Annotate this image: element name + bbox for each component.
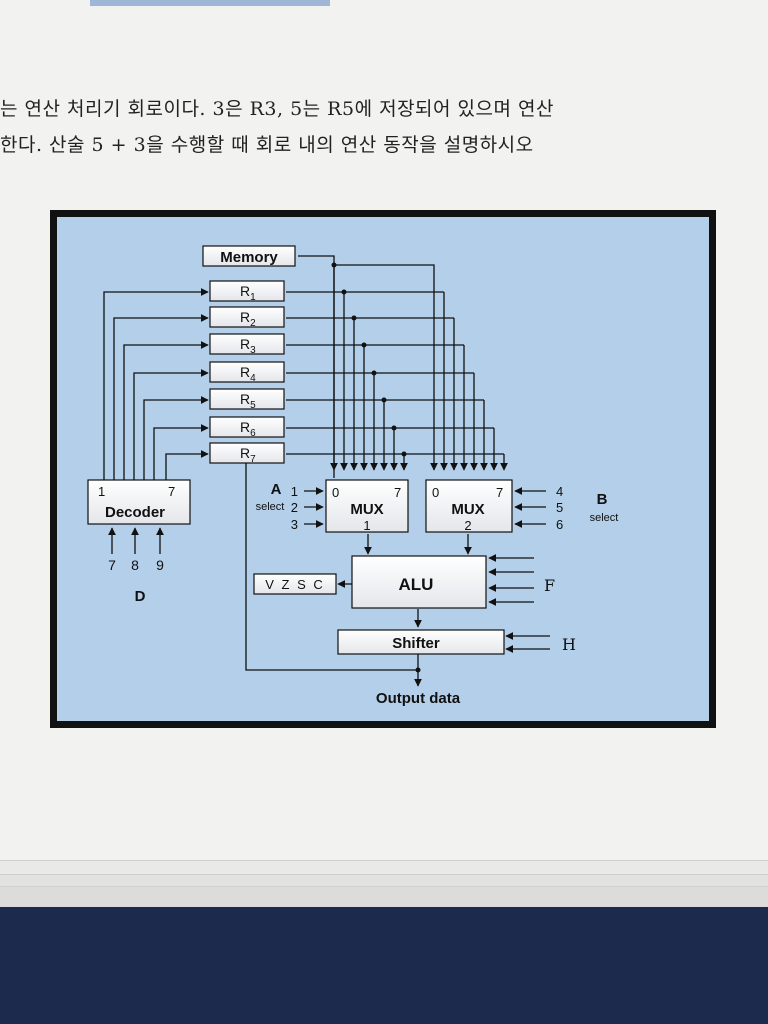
paper-stack-edge-2 [0,874,768,887]
svg-text:4: 4 [556,484,563,499]
page-sheet: 는 연산 처리기 회로이다. 3은 R3, 5는 R5에 저장되어 있으며 연산… [0,0,768,860]
processor-circuit-diagram: Memory R1 R2 R3 R4 R5 R6 R7 1 7 Decode [50,210,716,728]
svg-text:1: 1 [291,484,298,499]
svg-text:R4: R4 [240,364,256,384]
svg-text:5: 5 [556,500,563,515]
mux-1-label: MUX [350,501,383,518]
svg-text:R6: R6 [240,419,256,439]
question-line-1: 는 연산 처리기 회로이다. 3은 R3, 5는 R5에 저장되어 있으며 연산 [0,98,555,120]
alu-label: ALU [399,575,434,594]
alu-block: ALU F [351,555,555,609]
decoder-right-index: 7 [168,484,175,499]
a-select-group: A select 1 2 3 [256,481,298,532]
shifter-block: Shifter H [337,629,576,655]
output-data-label: Output data [376,690,461,707]
register-file: R1 R2 R3 R4 R5 R6 R7 [209,280,285,465]
svg-text:R5: R5 [240,391,256,411]
svg-text:R1: R1 [240,283,256,303]
shifter-label: Shifter [392,635,440,652]
function-select-label: F [544,576,555,595]
svg-text:7: 7 [496,485,503,500]
b-select-letter: B [597,491,608,508]
register-r3: R3 [209,333,285,356]
shift-select-label: H [562,635,576,654]
status-flags-block: V Z S C [253,573,337,595]
register-r5: R5 [209,388,285,411]
decoder-label: Decoder [105,504,165,521]
mux-1-number: 1 [363,518,370,533]
decoder-left-index: 1 [98,484,105,499]
bus-wires [103,255,550,687]
memory-block: Memory [202,245,296,267]
mux-1-block: 0 7 MUX 1 [325,479,409,533]
decoder-block: 1 7 Decoder 7 8 9 D [87,479,191,605]
register-r2: R2 [209,306,285,329]
status-flags-label: V Z S C [265,577,325,592]
question-line-2: 한다. 산술 5 + 3을 수행할 때 회로 내의 연산 동작을 설명하시오 [0,134,534,156]
decoder-group-label: D [135,588,146,605]
register-r6: R6 [209,416,285,439]
decoder-input-7: 7 [108,557,116,573]
svg-text:6: 6 [556,517,563,532]
b-select-word: select [590,512,619,524]
svg-text:0: 0 [332,485,339,500]
a-select-letter: A [271,481,282,498]
register-r4: R4 [209,361,285,384]
register-r1: R1 [209,280,285,303]
svg-text:7: 7 [394,485,401,500]
memory-label: Memory [220,249,278,266]
junction-dots [331,262,421,673]
svg-text:R7: R7 [240,445,256,465]
paper-stack-edge-1 [0,860,768,875]
register-r7: R7 [209,442,285,465]
svg-text:R2: R2 [240,309,256,329]
paper-stack-edge-3 [0,886,768,907]
decoder-input-8: 8 [131,557,139,573]
svg-text:3: 3 [291,517,298,532]
mux-2-block: 0 7 MUX 2 [425,479,513,533]
svg-text:R3: R3 [240,336,256,356]
page-top-band [90,0,330,6]
b-select-group: 4 5 6 B select [556,484,618,532]
mux-2-number: 2 [464,518,471,533]
a-select-word: select [256,501,285,513]
mux-2-label: MUX [451,501,484,518]
decoder-input-9: 9 [156,557,164,573]
svg-text:0: 0 [432,485,439,500]
svg-text:2: 2 [291,500,298,515]
